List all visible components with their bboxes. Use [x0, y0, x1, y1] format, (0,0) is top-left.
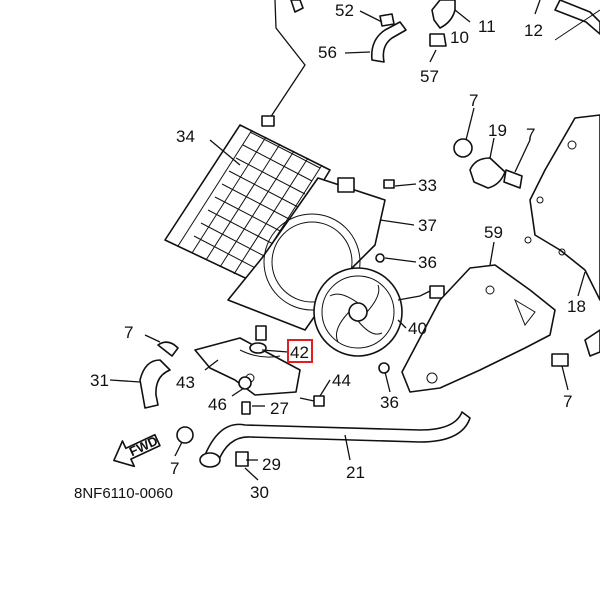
- pipe-21: [199, 353, 569, 468]
- callout-37: 37: [418, 216, 437, 235]
- callout-7-bottom: 7: [170, 459, 179, 478]
- callout-40: 40: [408, 319, 427, 338]
- callout-42: 42: [290, 343, 309, 362]
- engine-block: [524, 114, 600, 357]
- callout-7-right: 7: [563, 392, 572, 411]
- callout-44: 44: [332, 371, 351, 390]
- callout-34: 34: [176, 127, 195, 146]
- hose-12: [554, 0, 600, 41]
- diagram-code: 8NF6110-0060: [74, 485, 173, 502]
- fan-motor: [313, 267, 445, 357]
- bolts-and-grommets: [238, 179, 395, 415]
- callout-19: 19: [488, 121, 507, 140]
- callout-36-upper: 36: [418, 253, 437, 272]
- hose-56: [370, 13, 407, 63]
- hose-top-left: [269, 0, 306, 119]
- callout-52: 52: [335, 1, 354, 20]
- callout-30: 30: [250, 483, 269, 502]
- callout-29: 29: [262, 455, 281, 474]
- heat-shield: [401, 264, 556, 393]
- leader-lines: [109, 0, 586, 481]
- callout-31: 31: [90, 371, 109, 390]
- callout-46: 46: [208, 395, 227, 414]
- callout-7-left: 7: [124, 323, 133, 342]
- callout-57: 57: [420, 67, 439, 86]
- callout-10: 10: [450, 28, 469, 47]
- callout-labels: 52 11 12 10 56 57 7 19 7 34 33 37 59 36 …: [90, 1, 586, 502]
- callout-33: 33: [418, 176, 437, 195]
- callout-59: 59: [484, 223, 503, 242]
- callout-18: 18: [567, 297, 586, 316]
- callout-7-top-right: 7: [526, 125, 535, 144]
- fwd-label: FWD: [127, 433, 160, 459]
- callout-7-top-left: 7: [469, 91, 478, 110]
- hose-19: [453, 138, 523, 189]
- callout-36-lower: 36: [380, 393, 399, 412]
- hose-10-11: [429, 0, 456, 47]
- fwd-arrow: FWD: [113, 433, 161, 468]
- highlight-box-42: [287, 339, 313, 363]
- callout-56: 56: [318, 43, 337, 62]
- hose-31: [139, 341, 194, 444]
- callout-21: 21: [346, 463, 365, 482]
- callout-43: 43: [176, 373, 195, 392]
- callout-27: 27: [270, 399, 289, 418]
- callout-12: 12: [524, 21, 543, 40]
- radiator: [164, 115, 331, 286]
- callout-11: 11: [478, 17, 496, 36]
